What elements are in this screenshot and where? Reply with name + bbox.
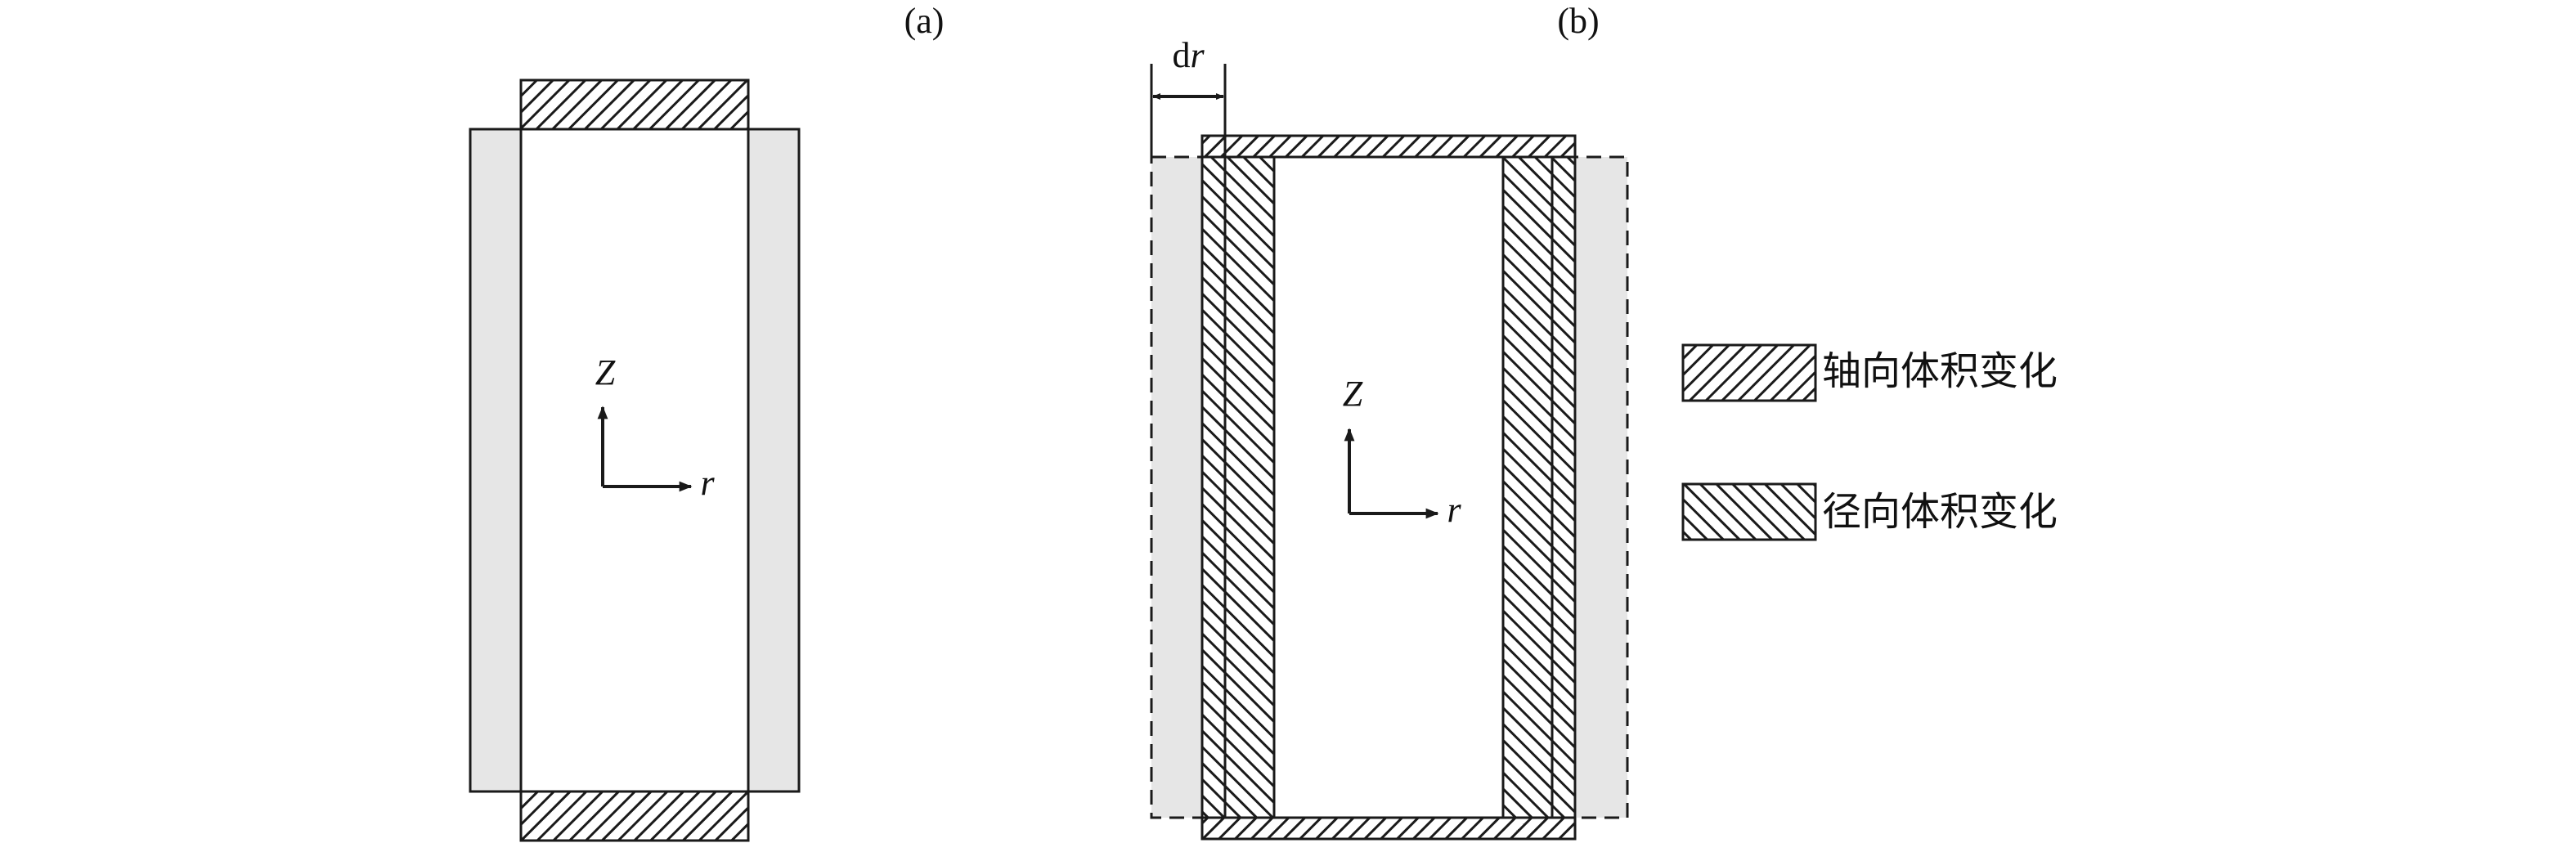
panel-b-cavity — [1272, 155, 1505, 819]
panel-a-r-label: r — [700, 463, 715, 503]
panel-a-left-wall — [469, 128, 523, 793]
legend-label-radial: 径向体积变化 — [1822, 489, 2058, 535]
panel-a-z-label: Z — [595, 352, 616, 392]
panel-b-right-radial-strip — [1501, 155, 1577, 819]
panel-b-left-radial-strip — [1200, 155, 1276, 819]
legend-swatch-axial — [1681, 343, 1817, 402]
panel-b-top-axial-strip — [1200, 134, 1577, 159]
panel-b-left-outer-wall — [1151, 157, 1202, 818]
panel-b-dr-prefix: d — [1172, 35, 1190, 75]
legend-item-axial: 轴向体积变化 — [1681, 343, 2058, 402]
panel-a-top-axial-block — [519, 78, 750, 131]
panel-a-right-wall — [747, 128, 801, 793]
panel-b-z-label: Z — [1343, 374, 1363, 414]
legend-label-axial: 轴向体积变化 — [1822, 348, 2058, 394]
panel-b: (b) dr Z r — [1150, 1, 1629, 841]
legend-swatch-radial — [1681, 482, 1817, 541]
panel-b-dr-var: r — [1190, 35, 1205, 75]
panel-b-bottom-axial-strip — [1200, 816, 1577, 841]
panel-b-r-label: r — [1447, 490, 1461, 530]
panel-a-label: (a) — [904, 1, 945, 41]
panel-b-dr-label: dr — [1172, 35, 1205, 75]
legend: 轴向体积变化 径向体积变化 — [1681, 343, 2058, 541]
panel-a: (a) Z r — [469, 1, 945, 842]
legend-item-radial: 径向体积变化 — [1681, 482, 2058, 541]
panel-b-right-outer-wall — [1577, 157, 1627, 818]
panel-b-label: (b) — [1557, 1, 1599, 41]
panel-a-bottom-axial-block — [519, 790, 750, 842]
panel-a-cavity — [519, 128, 750, 793]
